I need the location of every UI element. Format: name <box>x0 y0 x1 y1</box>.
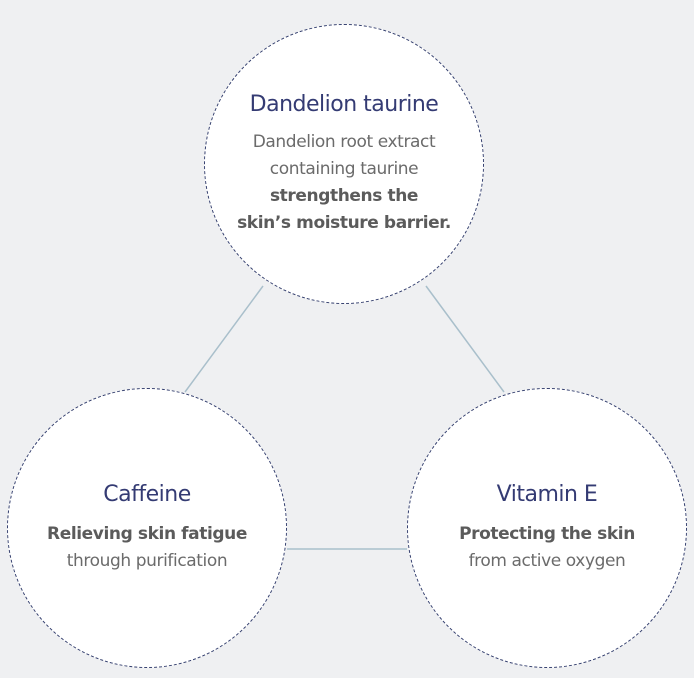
node-text-emphasis: Protecting the skin <box>459 524 635 544</box>
connector-top-right <box>425 285 505 393</box>
node-dandelion-taurine: Dandelion taurine Dandelion root extract… <box>204 24 484 304</box>
node-text-emphasis: Relieving skin fatigue <box>47 524 247 544</box>
node-text-line: from active oxygen <box>468 551 626 571</box>
node-description: Protecting the skin from active oxygen <box>459 521 635 575</box>
node-text-emphasis: strengthens the <box>269 186 419 206</box>
node-text-line: through purification <box>66 551 228 571</box>
node-title: Vitamin E <box>496 482 598 507</box>
node-caffeine: Caffeine Relieving skin fatigue through … <box>7 388 287 668</box>
node-description: Relieving skin fatigue through purificat… <box>47 521 247 575</box>
node-vitamin-e: Vitamin E Protecting the skin from activ… <box>407 388 687 668</box>
connector-top-left <box>184 285 264 393</box>
node-text-line: containing taurine <box>269 159 419 179</box>
node-text-line: Dandelion root extract <box>252 132 436 152</box>
node-title: Dandelion taurine <box>249 92 439 117</box>
node-title: Caffeine <box>103 482 191 507</box>
node-text-emphasis: skin’s moisture barrier. <box>237 213 451 233</box>
node-description: Dandelion root extract containing taurin… <box>237 129 451 237</box>
